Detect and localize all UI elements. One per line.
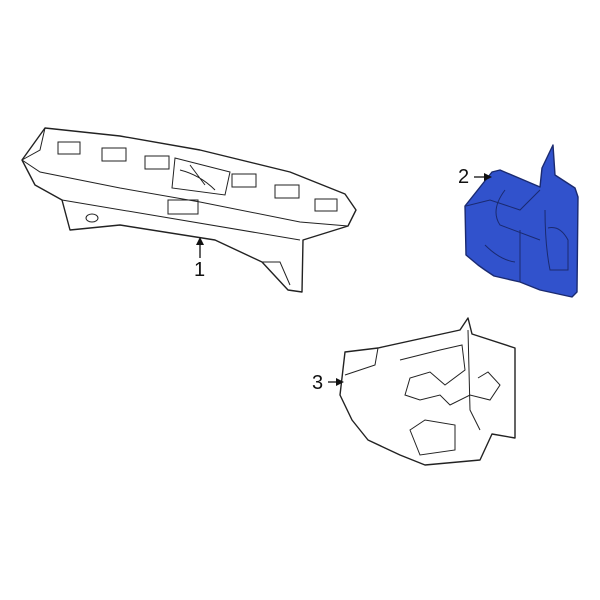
- part-1-rear-panel[interactable]: [21, 127, 357, 293]
- callout-arrow-3: [328, 378, 344, 386]
- part-3-lower-panel[interactable]: [339, 317, 516, 466]
- callout-label-2: 2: [458, 166, 470, 188]
- callout-arrow-2: [474, 173, 492, 181]
- part-2-highlighted-panel[interactable]: [464, 144, 579, 298]
- callout-label-1: 1: [194, 259, 206, 281]
- callout-arrow-1: [196, 237, 204, 258]
- callout-label-3: 3: [312, 372, 324, 394]
